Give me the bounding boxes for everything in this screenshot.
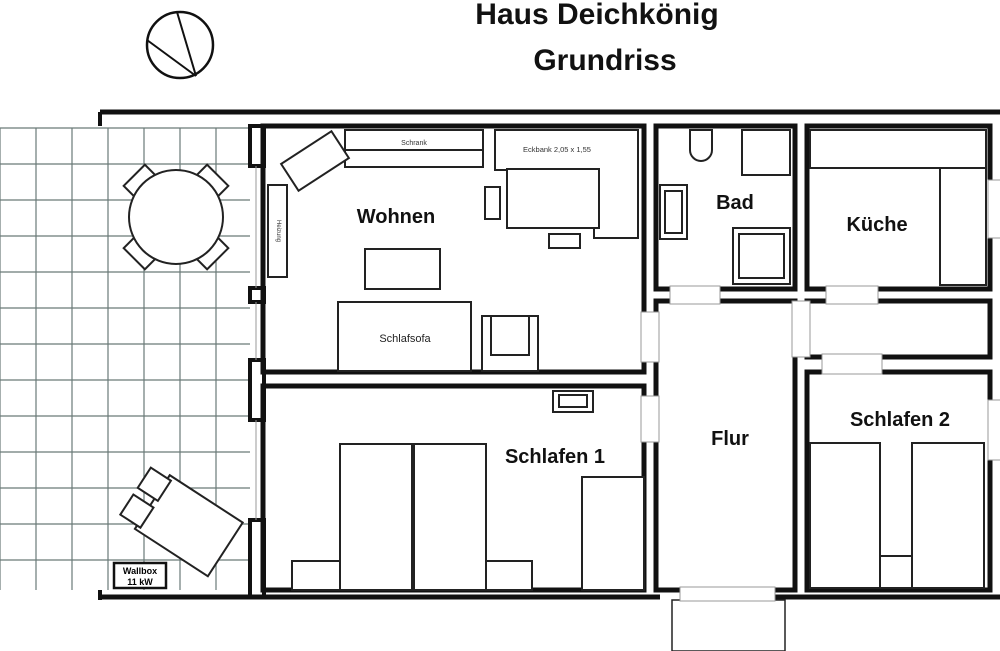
heizung-label: Heizung bbox=[275, 220, 281, 242]
room-label-kueche: Küche bbox=[846, 214, 907, 236]
schrank-label: Schrank bbox=[401, 140, 427, 147]
wallbox: Wallbox 11 kW bbox=[112, 561, 168, 590]
outer-walls bbox=[98, 109, 1000, 651]
room-label-bad: Bad bbox=[716, 192, 754, 214]
room-schlafen-2 bbox=[804, 369, 993, 593]
schlafsofa-label: Schlafsofa bbox=[379, 333, 431, 345]
bad-fixtures bbox=[659, 129, 791, 285]
room-bad bbox=[653, 123, 798, 292]
kueche-fixtures bbox=[809, 129, 987, 286]
schlafen2-furniture bbox=[809, 442, 985, 589]
room-label-wohnen: Wohnen bbox=[357, 206, 436, 228]
plan-subtitle: Grundriss bbox=[533, 44, 676, 77]
room-label-schlafen-2: Schlafen 2 bbox=[850, 409, 950, 431]
plan-title: Haus Deichkönig bbox=[475, 0, 718, 31]
sun-lounger bbox=[118, 466, 245, 578]
wallbox-label: Wallbox bbox=[123, 566, 157, 576]
terrace-table-set bbox=[122, 163, 230, 271]
schlafen1-furniture bbox=[291, 390, 645, 591]
eckbank-label: Eckbank 2,05 x 1,55 bbox=[523, 145, 591, 154]
wallbox-power: 11 kW bbox=[127, 577, 153, 587]
porch-step bbox=[671, 599, 786, 651]
room-label-schlafen-1: Schlafen 1 bbox=[505, 446, 605, 468]
room-label-flur: Flur bbox=[711, 428, 749, 450]
room-storage bbox=[804, 298, 993, 360]
north-compass-icon bbox=[145, 10, 215, 80]
wohnen-furniture bbox=[267, 129, 639, 372]
